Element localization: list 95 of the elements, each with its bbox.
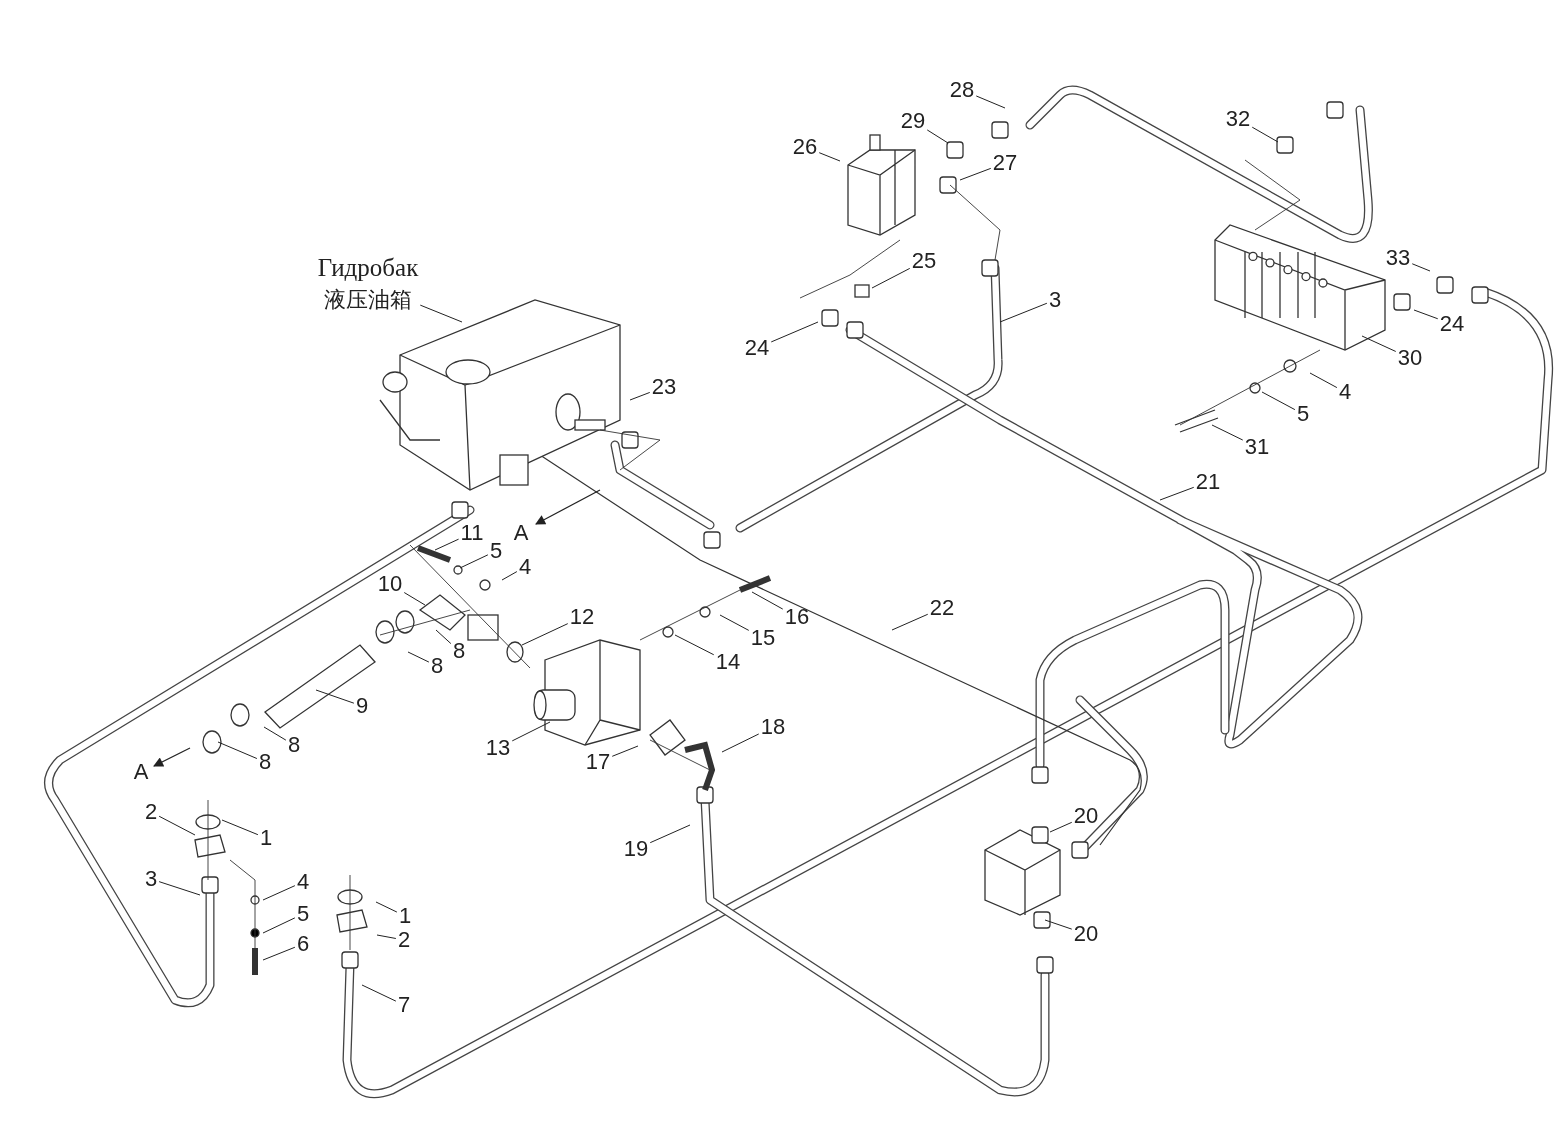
callout-number: 5: [296, 903, 310, 925]
callout-number: 12: [569, 606, 595, 628]
callout-number: 6: [296, 933, 310, 955]
leader-line: [435, 629, 452, 645]
callout-number: 32: [1225, 108, 1251, 130]
leader-line: [629, 391, 651, 401]
leader-line: [158, 881, 201, 896]
leader-line: [419, 304, 463, 323]
leader-line: [674, 634, 715, 656]
leader-line: [459, 554, 489, 569]
callout-number: 24: [744, 337, 770, 359]
leader-line: [361, 984, 397, 1002]
callout-number: 1: [259, 827, 273, 849]
leader-line: [751, 591, 784, 610]
leader-line: [1159, 486, 1195, 501]
leader-line: [1251, 126, 1279, 143]
leader-line: [959, 167, 992, 181]
callout-number: 27: [992, 152, 1018, 174]
callout-number: 5: [489, 540, 503, 562]
leader-line: [1411, 263, 1431, 272]
leader-line: [719, 614, 750, 631]
callout-number: 24: [1439, 313, 1465, 335]
leader-line: [434, 538, 460, 551]
callout-number: 2: [397, 929, 411, 951]
leader-line: [158, 815, 196, 836]
callout-number: 29: [900, 110, 926, 132]
leader-line: [1413, 309, 1439, 320]
leader-line: [871, 267, 911, 289]
leader-line: [1261, 391, 1296, 411]
callout-number: 20: [1073, 923, 1099, 945]
leader-line: [217, 741, 258, 760]
callout-number: 10: [377, 573, 403, 595]
callout-number: 20: [1073, 805, 1099, 827]
callout-number: 26: [792, 136, 818, 158]
leader-line: [403, 592, 426, 606]
callout-number: 4: [1338, 381, 1352, 403]
callout-number: 11: [460, 522, 484, 544]
leader-line: [1309, 372, 1338, 389]
callout-number: 4: [296, 871, 310, 893]
callout-number: 22: [929, 597, 955, 619]
leader-line: [315, 689, 355, 704]
callout-number: 5: [1296, 403, 1310, 425]
leader-line: [407, 651, 430, 663]
leader-line: [649, 824, 691, 844]
callout-number: 25: [911, 250, 937, 272]
leader-line: [999, 302, 1048, 323]
leader-line: [1044, 919, 1073, 930]
callout-number: 21: [1195, 471, 1221, 493]
view-label: A: [133, 761, 149, 783]
callout-number: 8: [452, 640, 466, 662]
callout-number: 4: [518, 556, 532, 578]
callout-number: 3: [144, 868, 158, 890]
leader-line: [263, 726, 287, 741]
callout-number: 2: [144, 801, 158, 823]
leader-line: [891, 613, 929, 631]
view-label: A: [513, 522, 529, 544]
callout-number: 28: [949, 79, 975, 101]
callout-number: 8: [258, 751, 272, 773]
leader-line: [521, 623, 569, 646]
callout-number: 16: [784, 606, 810, 628]
callout-number: 18: [760, 716, 786, 738]
leader-line: [721, 733, 760, 753]
leader-line: [501, 571, 518, 581]
callout-number: 8: [287, 734, 301, 756]
leader-line: [770, 321, 819, 343]
leader-line: [376, 934, 397, 939]
callout-number: 30: [1397, 347, 1423, 369]
callout-number: 23: [651, 376, 677, 398]
leader-line: [611, 745, 639, 757]
callout-number: 3: [1048, 289, 1062, 311]
leader-line: [1361, 335, 1397, 352]
part-label: 液压油箱: [323, 286, 413, 314]
callout-number: 17: [585, 751, 611, 773]
leader-line: [1211, 424, 1244, 441]
callout-number: 9: [355, 695, 369, 717]
leader-line: [375, 901, 398, 913]
leader-line: [511, 721, 551, 742]
leader-line: [926, 129, 949, 144]
callout-number: 14: [715, 651, 741, 673]
callout-number: 13: [485, 737, 511, 759]
leader-line: [1049, 821, 1073, 833]
leader-line: [262, 946, 296, 961]
callout-number: 7: [397, 994, 411, 1016]
callout-number: 8: [430, 655, 444, 677]
callout-number: 31: [1244, 436, 1270, 458]
callout-number: 19: [623, 838, 649, 860]
part-label: Гидробак: [317, 253, 419, 283]
leader-line: [262, 917, 296, 934]
leader-line: [221, 819, 259, 836]
leader-line: [975, 95, 1006, 109]
callout-number: 33: [1385, 247, 1411, 269]
leader-line: [818, 152, 841, 162]
callout-number: 15: [750, 627, 776, 649]
leader-line: [262, 885, 296, 901]
callout-number: 1: [398, 905, 412, 927]
